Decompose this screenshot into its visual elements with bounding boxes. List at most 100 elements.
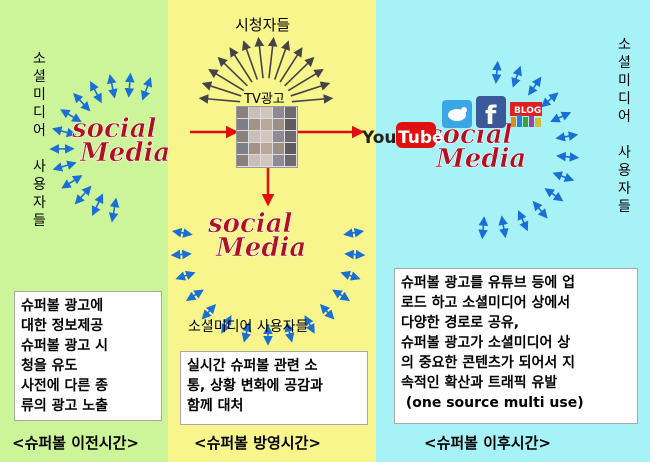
viewer-arrow [242, 40, 259, 80]
youtube-logo: You Tube [361, 122, 444, 148]
twitter-icon [442, 100, 472, 128]
tv-thumbnail [237, 119, 248, 130]
double-arrow [304, 315, 315, 334]
double-arrow [284, 322, 295, 343]
svg-text:Media: Media [435, 144, 526, 174]
viewer-arrow [287, 69, 324, 92]
svg-text:Tube: Tube [398, 128, 444, 148]
tv-thumbnail [285, 155, 296, 166]
double-arrow [90, 80, 102, 104]
blog-icon: BLOG [510, 102, 542, 127]
social-users-label-right: 소 셜 미 디 어 사 용 자 들 [618, 37, 631, 215]
tv-thumbnail [273, 143, 284, 154]
viewer-arrow [273, 40, 290, 80]
double-arrow [343, 227, 365, 238]
social-media-left: social Media [71, 114, 171, 169]
tv-thumbnail [273, 119, 284, 130]
double-arrow [478, 216, 489, 240]
svg-text:f: f [485, 101, 497, 131]
double-arrow [141, 76, 153, 101]
viewer-arrow [254, 36, 265, 79]
tv-ad-thumbnail-grid [236, 106, 298, 168]
tv-thumbnail [261, 143, 272, 154]
double-arrow [106, 73, 118, 99]
double-arrow [74, 185, 92, 205]
double-arrow [532, 200, 548, 219]
viewer-arrow [267, 36, 278, 79]
double-arrow [556, 151, 580, 162]
double-arrow [332, 289, 350, 301]
tv-thumbnail [249, 131, 260, 142]
tv-thumbnail [273, 131, 284, 142]
double-arrow [51, 126, 77, 138]
double-arrow [498, 215, 509, 239]
period-during-label: <슈퍼볼 방영시간> [194, 434, 321, 452]
tv-thumbnail [261, 131, 272, 142]
svg-text:social: social [71, 114, 157, 144]
viewer-arrow [201, 81, 242, 97]
viewer-arrow [279, 47, 303, 83]
double-arrow [175, 270, 196, 281]
tv-thumbnail [273, 107, 284, 118]
tv-ad-label: TV광고 [244, 92, 285, 107]
double-arrow [491, 60, 502, 84]
double-arrow [171, 227, 193, 238]
tv-thumbnail [237, 131, 248, 142]
double-arrow [528, 76, 542, 96]
double-arrow [108, 197, 120, 223]
svg-text:You: You [361, 128, 397, 148]
double-arrow [344, 249, 366, 260]
double-arrow [319, 304, 335, 320]
double-arrow [60, 109, 82, 123]
tv-thumbnail [285, 143, 296, 154]
before-description-box: 슈퍼볼 광고에 대한 정보제공 슈퍼볼 광고 시 청을 유도 사전에 다른 종 … [14, 291, 162, 421]
facebook-icon: f [476, 96, 506, 131]
double-arrow [555, 131, 579, 142]
tv-thumbnail [285, 131, 296, 142]
tv-thumbnail [237, 107, 248, 118]
double-arrow [186, 289, 204, 301]
double-arrow [201, 304, 217, 320]
double-arrow [91, 193, 104, 217]
double-arrow [170, 249, 192, 260]
social-users-label-middle: 소셜미디어 사용자들 [188, 319, 309, 335]
tv-thumbnail [249, 107, 260, 118]
double-arrow [73, 93, 91, 112]
social-media-middle: social Media [207, 209, 307, 264]
double-arrow [540, 92, 559, 108]
double-arrow [61, 175, 83, 189]
tv-thumbnail [237, 155, 248, 166]
tv-thumbnail [249, 143, 260, 154]
double-arrow [340, 270, 361, 281]
double-arrow [511, 65, 522, 88]
viewer-arrow [291, 94, 334, 104]
period-before-label: <슈퍼볼 이전시간> [12, 434, 139, 452]
viewer-arrow [284, 56, 315, 87]
double-arrow [550, 111, 572, 123]
svg-text:Media: Media [215, 233, 306, 263]
viewer-arrow [208, 69, 245, 92]
tv-thumbnail [249, 119, 260, 130]
tv-thumbnail [285, 119, 296, 130]
svg-text:social: social [207, 209, 293, 239]
double-arrow [544, 188, 564, 202]
tv-thumbnail [273, 155, 284, 166]
tv-thumbnail [261, 155, 272, 166]
double-arrow [552, 171, 575, 182]
double-arrow [52, 160, 77, 172]
after-description-box: 슈퍼볼 광고를 유튜브 등에 업 로드 하고 소셜미디어 상에서 다양한 경로로… [394, 268, 638, 424]
double-arrow [221, 315, 232, 334]
tv-thumbnail [261, 119, 272, 130]
period-after-label: <슈퍼볼 이후시간> [424, 434, 551, 452]
social-users-label-left: 소 셜 미 디 어 사 용 자 들 [33, 51, 46, 229]
viewer-arrow [217, 56, 248, 87]
tv-thumbnail [261, 107, 272, 118]
viewer-arrow [290, 81, 331, 97]
tv-thumbnail [249, 155, 260, 166]
viewer-arrow [229, 47, 253, 83]
double-arrow [241, 322, 252, 343]
svg-text:BLOG: BLOG [514, 106, 541, 116]
tv-thumbnail [237, 143, 248, 154]
double-arrow [517, 210, 529, 232]
